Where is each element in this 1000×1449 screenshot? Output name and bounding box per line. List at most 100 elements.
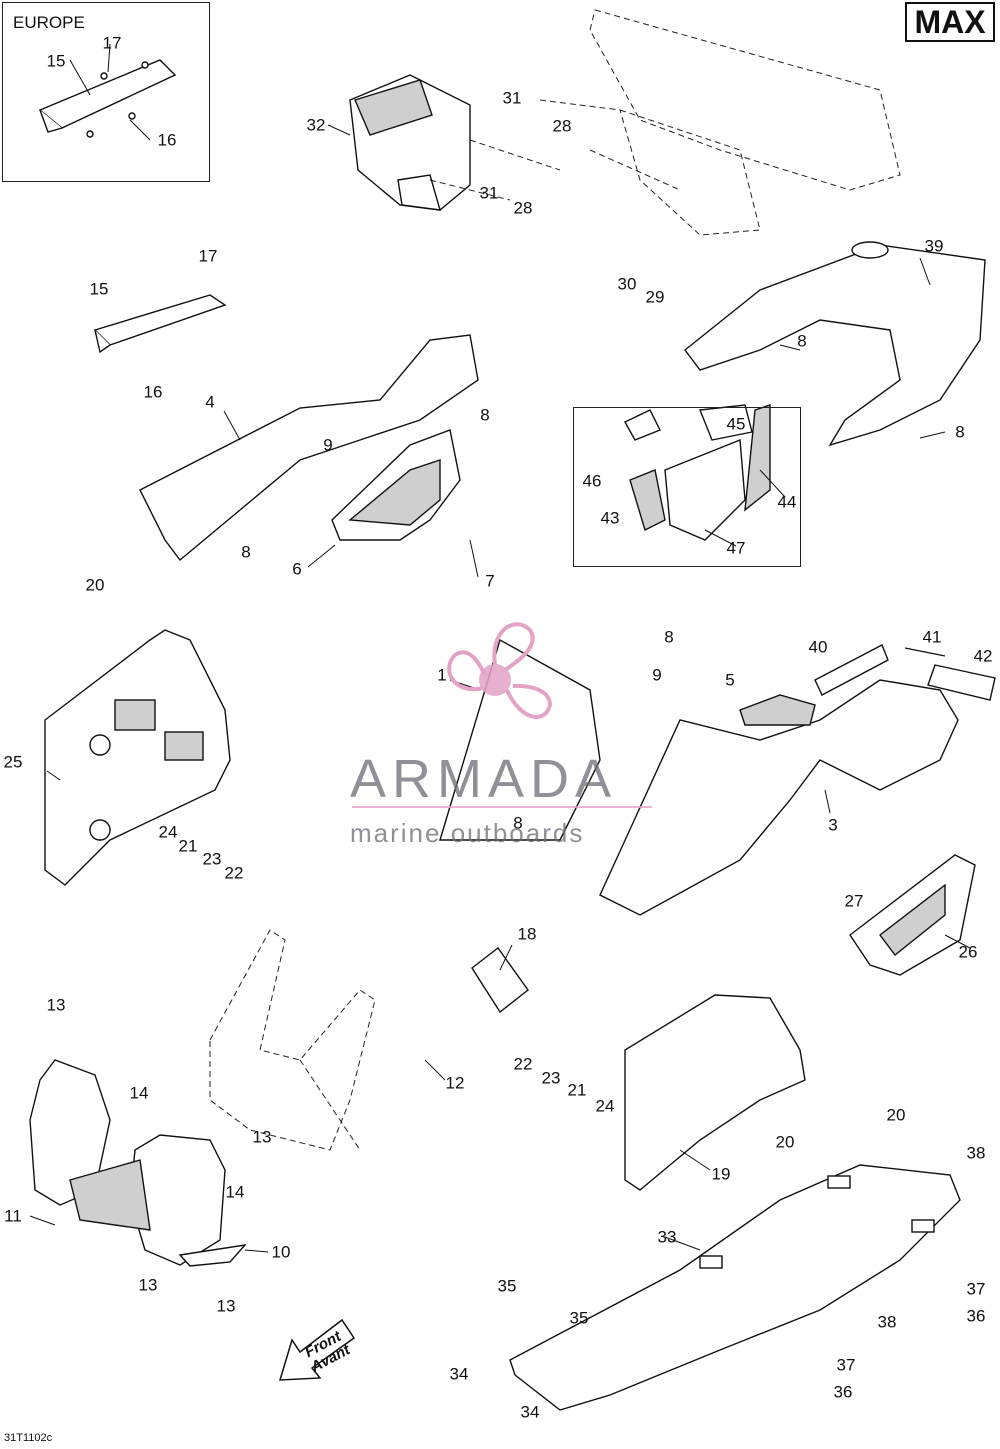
callout-38: 38 [966, 1143, 986, 1163]
callout-39: 39 [924, 236, 944, 256]
callout-14: 14 [225, 1182, 245, 1202]
europe-inset-title: EUROPE [13, 13, 85, 32]
callout-31: 31 [479, 183, 499, 203]
diagram-code: 31T1102c [4, 1432, 53, 1444]
callout-6: 6 [292, 559, 302, 579]
part-5-pad [739, 694, 816, 726]
part-10-11-front-guard [29, 1059, 247, 1267]
callout-13: 13 [252, 1127, 272, 1147]
callout-12: 12 [445, 1073, 465, 1093]
watermark-underline [352, 806, 652, 808]
part-6-footrest [331, 429, 461, 541]
part-3-rear-cover [599, 679, 959, 916]
callout-8: 8 [513, 813, 523, 833]
callout-20: 20 [775, 1132, 795, 1152]
callout-24: 24 [595, 1096, 615, 1116]
callout-21: 21 [567, 1080, 587, 1100]
part-26-panel [849, 854, 976, 976]
callout-44: 44 [777, 492, 797, 512]
bracket-15-mid [93, 294, 227, 354]
callout-17: 17 [198, 246, 218, 266]
callout-21: 21 [178, 836, 198, 856]
callout-28: 28 [513, 198, 533, 218]
callout-20: 20 [886, 1105, 906, 1125]
model-badge: MAX [905, 2, 995, 42]
callout-13: 13 [216, 1296, 236, 1316]
callout-36: 36 [833, 1382, 853, 1402]
callout-5: 5 [725, 670, 735, 690]
callout-28: 28 [552, 116, 572, 136]
part-1-cover [439, 638, 601, 841]
callout-24: 24 [158, 822, 178, 842]
callout-27: 27 [844, 891, 864, 911]
callout-8: 8 [797, 331, 807, 351]
callout-19: 19 [711, 1164, 731, 1184]
callout-14: 14 [129, 1083, 149, 1103]
callout-1: 1 [437, 665, 447, 685]
callout-18: 18 [517, 924, 537, 944]
callout-3: 3 [828, 815, 838, 835]
europe-inset-box: EUROPE [2, 2, 210, 182]
callout-43: 43 [600, 508, 620, 528]
callout-26: 26 [958, 942, 978, 962]
part-39-rear-fender [684, 241, 986, 447]
callout-35: 35 [497, 1276, 517, 1296]
detail-inset-box [573, 407, 801, 567]
callout-22: 22 [224, 863, 244, 883]
callout-33: 33 [657, 1227, 677, 1247]
callout-35: 35 [569, 1308, 589, 1328]
callout-36: 36 [966, 1306, 986, 1326]
callout-15: 15 [46, 51, 66, 71]
callout-17: 17 [102, 33, 122, 53]
callout-41: 41 [922, 627, 942, 647]
callout-38: 38 [877, 1312, 897, 1332]
callout-31: 31 [502, 88, 522, 108]
europe-bracket-15 [38, 59, 177, 138]
callout-34: 34 [449, 1364, 469, 1384]
part-18-grommet-plate [471, 947, 529, 1014]
rear-frame-dashed [429, 9, 901, 236]
callout-32: 32 [306, 115, 326, 135]
callout-47: 47 [726, 538, 746, 558]
callout-29: 29 [645, 287, 665, 307]
callout-7: 7 [485, 571, 495, 591]
leader-lines [29, 43, 971, 1253]
strips-40-42 [814, 644, 996, 701]
callout-10: 10 [271, 1242, 291, 1262]
watermark-tagline: marine outboards [350, 818, 585, 848]
callout-23: 23 [202, 849, 222, 869]
callout-15: 15 [89, 279, 109, 299]
callout-16: 16 [157, 130, 177, 150]
part-25-front-panel [44, 629, 231, 886]
callout-13: 13 [46, 995, 66, 1015]
callout-46: 46 [582, 471, 602, 491]
callout-8: 8 [664, 627, 674, 647]
callout-11: 11 [4, 1206, 22, 1226]
callout-23: 23 [541, 1068, 561, 1088]
callout-9: 9 [323, 435, 333, 455]
part-4-side-panel [139, 334, 479, 562]
callout-30: 30 [617, 274, 637, 294]
callout-4: 4 [205, 392, 215, 412]
callout-42: 42 [973, 646, 993, 666]
watermark-propeller-logo [447, 622, 553, 719]
callout-22: 22 [513, 1054, 533, 1074]
callout-34: 34 [520, 1402, 540, 1422]
callout-37: 37 [836, 1355, 856, 1375]
watermark-brand: ARMADA [350, 749, 618, 809]
callout-13: 13 [138, 1275, 158, 1295]
callout-25: 25 [3, 752, 23, 772]
callout-45: 45 [726, 414, 746, 434]
front-frame-dashed [209, 929, 376, 1151]
callout-8: 8 [955, 422, 965, 442]
callout-16: 16 [143, 382, 163, 402]
callout-20: 20 [85, 575, 105, 595]
callout-8: 8 [241, 542, 251, 562]
callout-9: 9 [652, 665, 662, 685]
detail-parts-43-47 [624, 404, 771, 541]
part-33-skid-plate [509, 1164, 961, 1411]
front-arrow-shape [278, 1318, 356, 1381]
part-19-side-panel [624, 994, 806, 1191]
callout-37: 37 [966, 1279, 986, 1299]
